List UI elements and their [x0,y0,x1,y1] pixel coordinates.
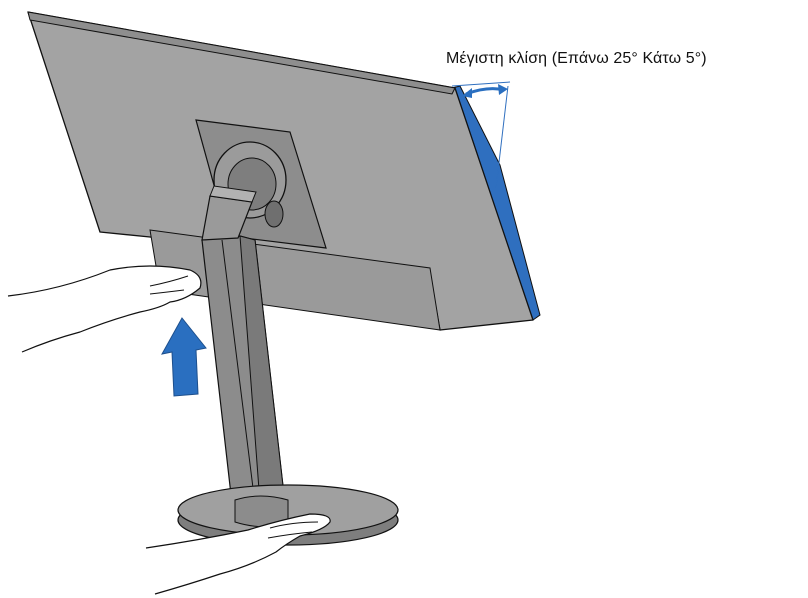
arrow-up-icon [162,318,206,396]
tilt-range-label: Μέγιστη κλίση (Επάνω 25° Κάτω 5°) [446,50,707,68]
hinge-pin [265,201,283,227]
